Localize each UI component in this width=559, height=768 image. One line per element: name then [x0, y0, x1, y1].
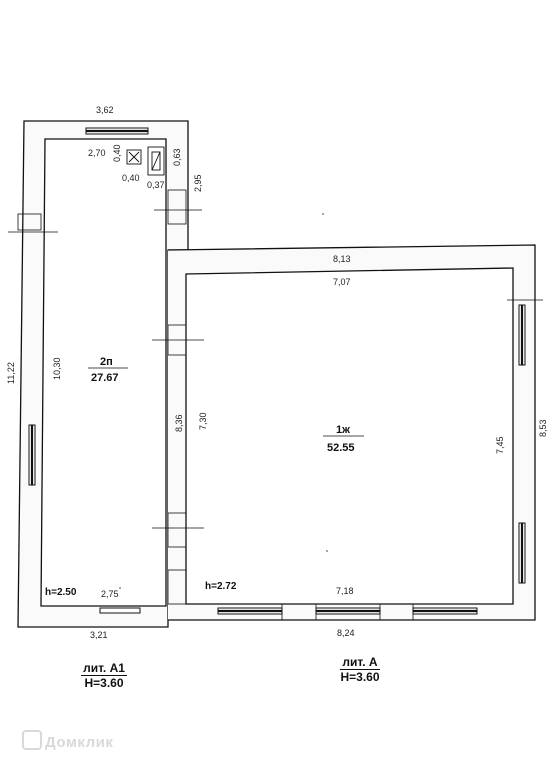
block-a1-label: лит. А1 Н=3.60 — [64, 661, 144, 691]
dim-a1-left-outer: 11,22 — [6, 362, 16, 384]
dim-a1-bottom-inner: 2,75 — [101, 589, 119, 599]
room1-height: h=2.72 — [205, 581, 237, 592]
grid-dots — [119, 213, 328, 589]
room2-area: 27.67 — [91, 372, 119, 384]
dim-a1-left-inner: 10,30 — [52, 357, 62, 380]
walls — [17, 120, 536, 628]
watermark: Домклик — [22, 730, 113, 751]
fixtures — [126, 146, 165, 176]
block-a1-lit: лит. А1 — [81, 661, 127, 676]
wall-marks — [8, 189, 543, 621]
dim-a1-top-outer: 3,62 — [96, 105, 114, 115]
domclick-logo-icon — [22, 730, 42, 750]
window-a1-bottom — [99, 607, 141, 614]
room2-number: 2п — [100, 356, 113, 368]
dim-a1-bottom-outer: 3,21 — [90, 630, 108, 640]
a1-inner-wall — [40, 138, 167, 607]
fixture-boiler — [147, 146, 165, 176]
dim-a-bottom-inner: 7,18 — [336, 586, 354, 596]
block-a-height: Н=3.60 — [340, 670, 380, 684]
dim-a-bottom-outer: 8,24 — [337, 628, 355, 638]
dim-a-right-outer: 8,53 — [538, 419, 548, 437]
dim-fixture-a-bottom: 0,40 — [122, 173, 140, 183]
room1-area: 52.55 — [327, 442, 355, 454]
dim-a1-right-upper: 2,95 — [193, 174, 203, 192]
block-a-label: лит. А Н=3.60 — [320, 655, 400, 685]
fixture-stove — [126, 149, 142, 165]
dim-a-left-outer: 8,36 — [174, 414, 184, 432]
dim-a-left-inner: 7,30 — [198, 412, 208, 430]
dim-fixture-b-bottom: 0,37 — [147, 180, 165, 190]
dim-fixture-b-side: 0,63 — [172, 148, 182, 166]
room1-number: 1ж — [336, 424, 350, 436]
dim-a-top-outer: 8,13 — [333, 254, 351, 264]
windows — [28, 127, 526, 615]
dim-a1-top-inner: 2,70 — [88, 148, 106, 158]
dim-a-top-inner: 7,07 — [333, 277, 351, 287]
room2-height: h=2.50 — [45, 587, 77, 598]
watermark-text: Домклик — [45, 734, 114, 751]
block-a1-height: Н=3.60 — [84, 676, 124, 690]
dim-a-right-inner: 7,45 — [495, 436, 505, 454]
dim-fixture-a-side: 0,40 — [112, 144, 122, 162]
block-a-lit: лит. А — [340, 655, 380, 670]
